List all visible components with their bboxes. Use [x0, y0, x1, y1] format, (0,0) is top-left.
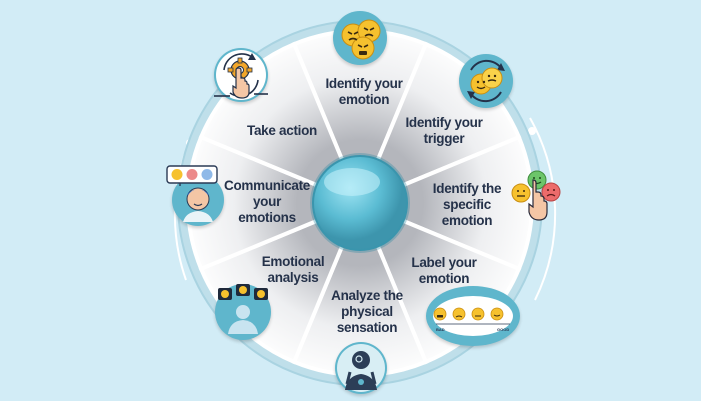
arc-dot [528, 127, 536, 135]
label-analyze-sensation: Analyze the physical sensation [331, 288, 403, 335]
scale-good-label: GOOD [497, 327, 509, 332]
outer-arc-line [529, 117, 557, 301]
label-take-action: Take action [247, 123, 317, 138]
emotion-scale-icon: BAD GOOD [426, 286, 520, 346]
emoji-board-icon [166, 165, 218, 186]
label-identify-emotion: Identify your emotion [325, 76, 403, 107]
scale-bad-label: BAD [436, 327, 445, 332]
person-thought-bubbles-icon [215, 284, 271, 340]
hub-highlight [324, 168, 380, 196]
label-identify-trigger: Identify your trigger [405, 115, 483, 146]
label-emotional-analysis: Emotional analysis [261, 254, 325, 285]
distressed-person-icon [335, 342, 387, 394]
pointing-hand-emoji-icon [505, 169, 561, 225]
label-communicate-emotions: Communicate your emotions [224, 178, 310, 225]
wheel-segment [354, 134, 534, 272]
angry-faces-icon [333, 11, 387, 65]
cycle-faces-icon [459, 54, 513, 108]
label-identify-specific-emotion: Identify the specific emotion [432, 181, 502, 228]
gear-hand-icon [214, 48, 268, 102]
label-label-emotion: Label your emotion [411, 255, 477, 286]
